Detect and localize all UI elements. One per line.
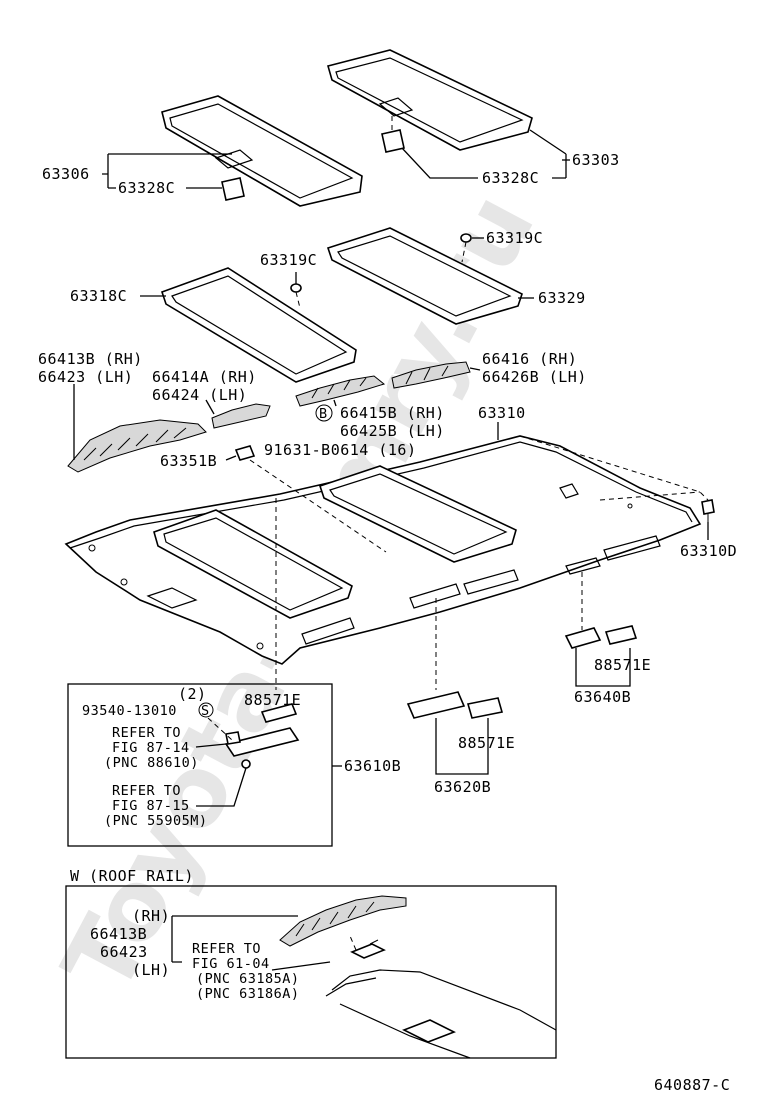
label-63329: 63329 bbox=[538, 289, 586, 307]
label-66425b: 66425B (LH) bbox=[340, 422, 445, 440]
roof-rail-refer-line4: (PNC 63186A) bbox=[196, 986, 300, 1002]
label-66413b: 66413B (RH) bbox=[38, 350, 143, 368]
label-63351b: 63351B bbox=[160, 452, 217, 470]
label-66424: 66424 (LH) bbox=[152, 386, 247, 404]
s-marker: S bbox=[198, 702, 214, 719]
inset-refer1-line2: FIG 87-14 bbox=[112, 740, 190, 756]
inset-refer2-line2: FIG 87-15 bbox=[112, 798, 190, 814]
clip-63351b[interactable] bbox=[234, 445, 256, 461]
label-88571e-right: 88571E bbox=[594, 656, 651, 674]
label-63640b: 63640B bbox=[574, 688, 631, 706]
roof-rail-refer-line1: REFER TO bbox=[192, 941, 261, 957]
roof-rail-refer-line3: (PNC 63185A) bbox=[196, 971, 300, 987]
label-63328c-right: 63328C bbox=[482, 169, 539, 187]
headliner-63310[interactable] bbox=[64, 435, 702, 665]
label-66415b: 66415B (RH) bbox=[340, 404, 445, 422]
roof-rail-pad[interactable] bbox=[279, 895, 407, 947]
roof-rail-66413b: 66413B bbox=[90, 925, 147, 943]
clip-63319c-right[interactable] bbox=[460, 233, 472, 243]
clip-63310d[interactable] bbox=[701, 499, 715, 522]
label-63306: 63306 bbox=[42, 165, 90, 183]
label-63328c-left: 63328C bbox=[118, 179, 175, 197]
label-91631-b0614: 91631-B0614 (16) bbox=[264, 441, 417, 459]
label-63318c: 63318C bbox=[70, 287, 127, 305]
pad-66415b[interactable] bbox=[295, 375, 386, 407]
label-63319c-left: 63319C bbox=[260, 251, 317, 269]
svg-text:S: S bbox=[201, 703, 210, 719]
vent-63620b[interactable] bbox=[406, 691, 504, 719]
roof-rail-rh: (RH) bbox=[132, 907, 170, 925]
label-63310d: 63310D bbox=[680, 542, 737, 560]
label-93540-13010: 93540-13010 bbox=[82, 703, 177, 719]
glass-frame-right-63329[interactable] bbox=[326, 227, 523, 325]
b-marker: B bbox=[315, 404, 333, 422]
inset-refer2-line3: (PNC 55905M) bbox=[104, 813, 208, 829]
label-63310: 63310 bbox=[478, 404, 526, 422]
label-88571e-inset: 88571E bbox=[244, 691, 301, 709]
label-63319c-right: 63319C bbox=[486, 229, 543, 247]
glass-frame-left-63318c[interactable] bbox=[160, 267, 357, 383]
label-63620b: 63620B bbox=[434, 778, 491, 796]
roof-rail-refer-line2: FIG 61-04 bbox=[192, 956, 270, 972]
inset-refer2-line1: REFER TO bbox=[112, 783, 181, 799]
roof-rail-clip[interactable] bbox=[350, 939, 386, 959]
clip-63319c-left[interactable] bbox=[290, 283, 302, 293]
diagram-code: 640887-C bbox=[654, 1076, 730, 1094]
label-66416: 66416 (RH) bbox=[482, 350, 577, 368]
map-lamp-assembly[interactable] bbox=[224, 703, 300, 769]
pad-66414a[interactable] bbox=[211, 403, 271, 429]
roof-rail-lh: (LH) bbox=[132, 961, 170, 979]
label-66423: 66423 (LH) bbox=[38, 368, 133, 386]
roof-rail-section: W (ROOF RAIL) (RH) 66413B 66423 (LH) REF… bbox=[65, 867, 557, 1059]
roof-rail-pad-66413b[interactable] bbox=[67, 419, 207, 473]
vent-63640b[interactable] bbox=[564, 625, 638, 649]
inset-box-63610b: 63610B (2) 93540-13010 S 88571E REFER TO… bbox=[67, 683, 401, 847]
inset-qty: (2) bbox=[178, 685, 207, 703]
roof-rail-title: W (ROOF RAIL) bbox=[70, 867, 194, 885]
svg-text:B: B bbox=[319, 406, 328, 422]
inset-refer1-line1: REFER TO bbox=[112, 725, 181, 741]
sunshade-right-63303[interactable] bbox=[327, 49, 533, 153]
label-63303: 63303 bbox=[572, 151, 620, 169]
label-63610b: 63610B bbox=[344, 757, 401, 775]
label-88571e-mid: 88571E bbox=[458, 734, 515, 752]
roof-rail-66423: 66423 bbox=[100, 943, 148, 961]
sunshade-left-63306[interactable] bbox=[161, 95, 363, 207]
inset-refer1-line3: (PNC 88610) bbox=[104, 755, 199, 771]
label-66414a: 66414A (RH) bbox=[152, 368, 257, 386]
label-66426b: 66426B (LH) bbox=[482, 368, 587, 386]
pad-66416[interactable] bbox=[391, 361, 471, 389]
